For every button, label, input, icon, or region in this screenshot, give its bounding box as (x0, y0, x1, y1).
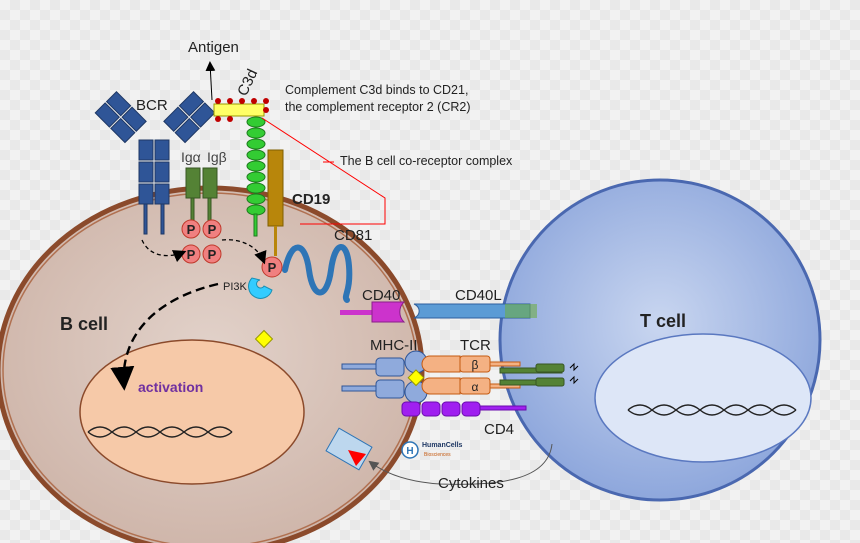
bcr-signal-arrow (141, 239, 187, 263)
complement-line-1: Complement C3d binds to CD21, (285, 83, 468, 97)
tcr-label: TCR (460, 337, 491, 354)
cd4-label: CD4 (484, 421, 514, 438)
phospho-groups (181, 219, 283, 278)
cytokines-label: Cytokines (438, 475, 504, 492)
cd81-molecule (282, 244, 353, 303)
antigen-label: Antigen (188, 39, 239, 56)
cd4-receptor (401, 401, 527, 417)
cytokines-arrow (368, 443, 553, 485)
activation-arrow (110, 282, 219, 391)
p-label-3: P (187, 247, 196, 262)
mhc-ii (341, 350, 428, 404)
b-cell-nucleus (79, 339, 305, 485)
logo-name: HumanCells (422, 442, 463, 449)
b-cell-label: B cell (60, 314, 108, 334)
pi3k-icon (248, 277, 273, 299)
p-label-5: P (268, 260, 277, 275)
p-label-4: P (208, 247, 217, 262)
ig-alpha-label: Igα (181, 149, 201, 165)
t-cell-nucleus (594, 333, 812, 463)
b-cell-dna-icon (87, 426, 233, 438)
logo-subtitle: Biosciences (424, 452, 451, 458)
pi3k-label: PI3K (223, 281, 248, 293)
t-cell-dna-icon (627, 404, 797, 416)
antigen-c3d (213, 98, 269, 122)
cd40l-ligand (413, 303, 537, 319)
cd40-receptor (340, 301, 406, 323)
cd21-receptor (246, 116, 266, 237)
cytokine-receptor (325, 427, 373, 471)
antigen-diamond-icon (254, 329, 274, 349)
coreceptor-label: The B cell co-receptor complex (340, 154, 513, 168)
mhc-ii-label: MHC-II (370, 337, 418, 354)
activation-label: activation (138, 379, 203, 395)
complement-line-2: the complement receptor 2 (CR2) (285, 100, 471, 114)
ig-beta-label: Igβ (207, 149, 227, 165)
ig-alpha-beta (185, 167, 218, 231)
p-label-2: P (208, 222, 217, 237)
tcr-beta-label: β (472, 358, 479, 372)
b-cell (0, 185, 425, 543)
p-label-1: P (187, 222, 196, 237)
antigen-arrow (205, 61, 216, 101)
c3d-label: C3d (234, 67, 261, 99)
cd40-label: CD40 (362, 287, 400, 304)
peptide-diamond-icon (407, 369, 425, 387)
t-cell (498, 178, 822, 502)
bcr-label: BCR (136, 97, 168, 114)
bcr-receptor (94, 90, 216, 235)
tcr-receptor (421, 355, 521, 395)
cd81-label: CD81 (334, 227, 372, 244)
cd3-complex (499, 363, 565, 387)
cd19-label: CD19 (292, 191, 330, 208)
cd19-receptor (267, 149, 284, 256)
logo-letter: H (406, 446, 413, 457)
cd40l-label: CD40L (455, 287, 502, 304)
tcr-alpha-label: α (472, 380, 479, 394)
coreceptor-bracket (261, 117, 386, 225)
signal-squiggle-icon (569, 362, 579, 385)
humancells-logo: H HumanCells Biosciences (401, 441, 463, 459)
t-cell-label: T cell (640, 311, 686, 331)
